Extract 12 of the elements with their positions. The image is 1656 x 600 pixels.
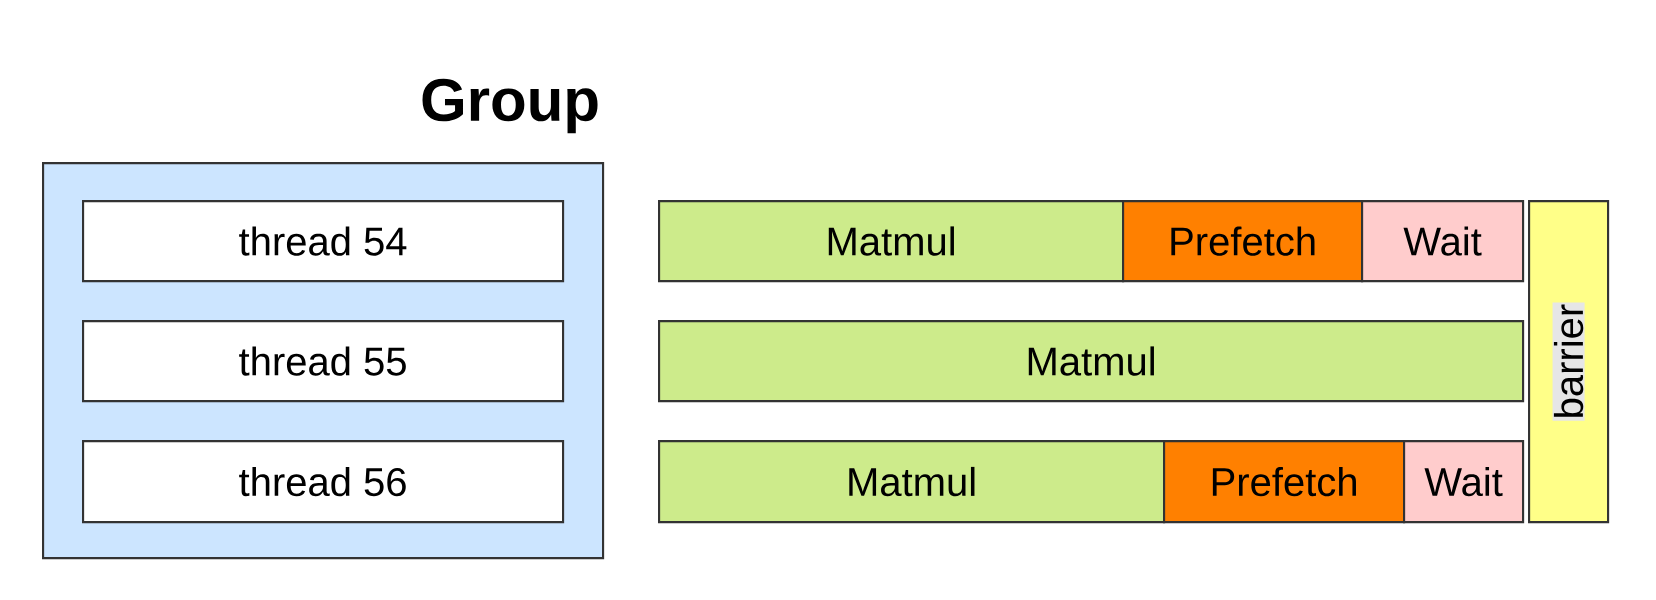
timeline-segment: Matmul [658,200,1125,283]
timeline-segment: Prefetch [1163,440,1406,524]
thread-box: thread 55 [82,320,565,403]
timeline-segment: Matmul [658,320,1525,403]
thread-box: thread 56 [82,440,565,524]
timeline-segment: Wait [1361,200,1525,283]
thread-box: thread 54 [82,200,565,283]
barrier-bar: barrier [1528,200,1610,524]
group-title: Group [422,78,598,134]
timeline-segment: Matmul [658,440,1166,524]
timeline-segment: Wait [1403,440,1525,524]
timeline-segment: Prefetch [1122,200,1364,283]
